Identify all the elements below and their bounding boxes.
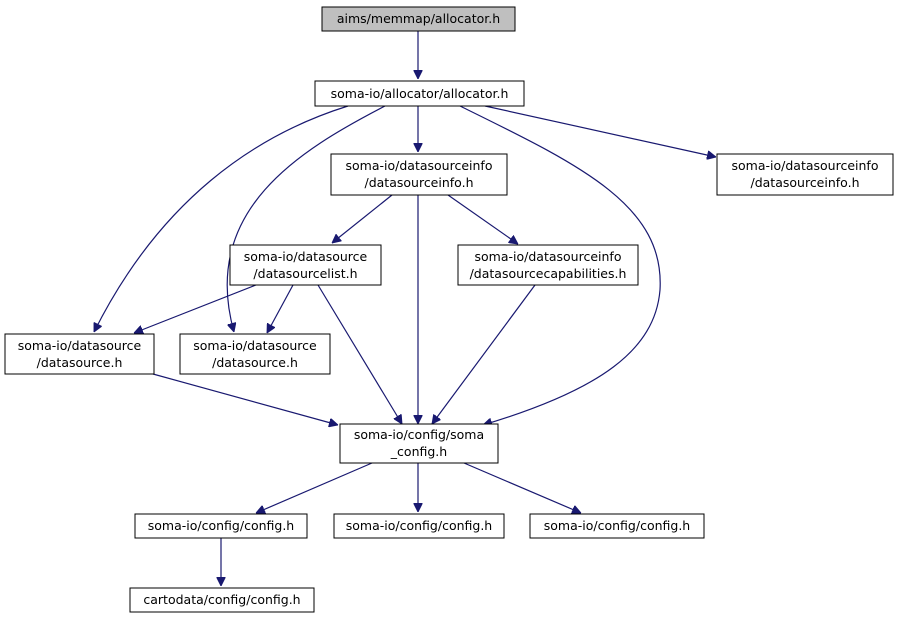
node-label: cartodata/config/config.h: [143, 592, 300, 607]
edge-n2-n8: [226, 105, 386, 332]
edges: [93, 31, 716, 586]
node-datasourcelist[interactable]: soma-io/datasource /datasourcelist.h: [229, 244, 382, 286]
edge-n9-n12: [463, 462, 581, 513]
node-root-file[interactable]: aims/memmap/allocator.h: [321, 6, 516, 32]
nodes: aims/memmap/allocator.h soma-io/allocato…: [4, 6, 894, 613]
node-label: /datasource.h: [37, 355, 123, 370]
node-config-center[interactable]: soma-io/config/config.h: [333, 513, 505, 539]
node-label: /datasource.h: [212, 355, 298, 370]
node-label: soma-io/datasource: [18, 338, 142, 353]
node-cartodata-config[interactable]: cartodata/config/config.h: [129, 587, 315, 613]
node-label: soma-io/datasource: [193, 338, 317, 353]
node-label: soma-io/config/config.h: [346, 518, 492, 533]
edge-n2-n4: [484, 105, 716, 157]
node-datasource-left[interactable]: soma-io/datasource /datasource.h: [4, 333, 155, 375]
node-label: soma-io/allocator/allocator.h: [331, 86, 509, 101]
node-config-left[interactable]: soma-io/config/config.h: [134, 513, 308, 539]
node-label: soma-io/datasourceinfo: [346, 158, 493, 173]
node-label: _config.h: [390, 444, 447, 459]
node-datasourcecapabilities[interactable]: soma-io/datasourceinfo /datasourcecapabi…: [457, 244, 639, 286]
edge-n2-n7: [93, 105, 349, 332]
node-soma-config[interactable]: soma-io/config/soma _config.h: [339, 423, 499, 464]
node-datasource-middle[interactable]: soma-io/datasource /datasource.h: [179, 333, 331, 375]
node-label: /datasourcelist.h: [253, 266, 357, 281]
node-label: soma-io/config/config.h: [544, 518, 690, 533]
edge-n3-n5: [332, 194, 393, 243]
node-label: /datasourceinfo.h: [751, 175, 860, 190]
node-label: /datasourcecapabilities.h: [470, 266, 627, 281]
edge-n2-n9: [459, 105, 661, 425]
edge-n5-n9: [317, 284, 402, 424]
edge-n5-n8: [266, 284, 294, 333]
node-label: soma-io/datasource: [244, 249, 368, 264]
edge-n7-n9: [152, 373, 338, 425]
node-label: /datasourceinfo.h: [365, 175, 474, 190]
edge-n5-n7: [134, 284, 257, 333]
node-allocator[interactable]: soma-io/allocator/allocator.h: [314, 80, 525, 107]
node-label: aims/memmap/allocator.h: [337, 11, 500, 26]
edge-n6-n9: [432, 284, 536, 424]
node-config-right[interactable]: soma-io/config/config.h: [529, 513, 705, 539]
edge-n9-n10: [256, 462, 373, 513]
node-label: soma-io/datasourceinfo: [475, 249, 622, 264]
edge-n3-n6: [447, 194, 518, 244]
node-datasourceinfo-right[interactable]: soma-io/datasourceinfo /datasourceinfo.h: [716, 153, 894, 196]
node-label: soma-io/config/soma: [354, 427, 484, 442]
node-label: soma-io/config/config.h: [148, 518, 294, 533]
node-label: soma-io/datasourceinfo: [732, 158, 879, 173]
node-datasourceinfo-center[interactable]: soma-io/datasourceinfo /datasourceinfo.h: [330, 153, 508, 196]
